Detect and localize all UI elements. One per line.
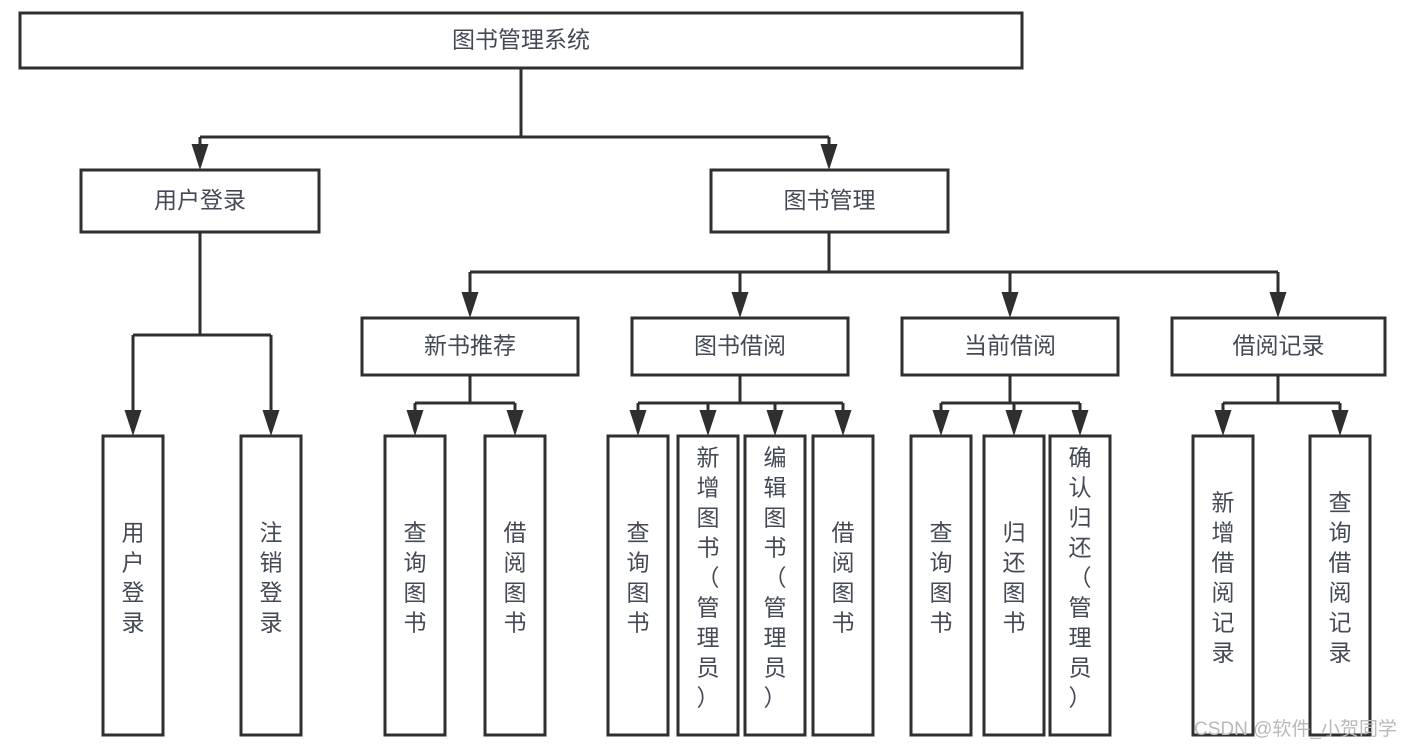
arrow-head-icon [820,144,838,170]
node-book-manage[interactable]: 图书管理 [709,168,950,234]
arrow-head-icon [461,292,479,318]
node-label: 当前借阅 [964,333,1056,359]
node-label: 图书借阅 [694,333,786,359]
node-leaf-add-book[interactable]: 新增图书（管理员） [676,434,740,737]
node-label: 用户登录 [122,520,145,636]
node-label: 归还图书 [1003,520,1026,636]
connector-conn-root [191,68,838,170]
connector-conn-new-book-rec [406,375,524,436]
node-leaf-return-book[interactable]: 归还图书 [982,434,1046,737]
connector-conn-book-manage [461,232,1287,318]
arrow-head-icon [506,410,524,436]
node-box[interactable] [909,434,973,737]
arrow-head-icon [191,144,209,170]
connector-layer [124,68,1349,436]
node-leaf-borrow-book[interactable]: 借阅图书 [811,434,875,737]
node-leaf-edit-book[interactable]: 编辑图书（管理员） [743,434,807,737]
arrow-head-icon [932,410,950,436]
node-user-login[interactable]: 用户登录 [79,168,321,234]
node-label: 新增图书（管理员） [697,445,720,711]
node-new-book-rec[interactable]: 新书推荐 [360,316,580,377]
arrow-head-icon [731,292,749,318]
node-box[interactable] [630,316,850,377]
node-box[interactable] [383,434,447,737]
node-label: 新书推荐 [424,333,516,359]
node-borrow-record[interactable]: 借阅记录 [1170,316,1387,377]
node-box[interactable] [1308,434,1372,737]
node-box[interactable] [606,434,670,737]
node-label: 查询图书 [404,520,427,636]
node-box[interactable] [900,316,1120,377]
arrow-head-icon [406,410,424,436]
node-label: 编辑图书（管理员） [764,445,787,711]
arrow-head-icon [629,410,647,436]
arrow-head-icon [1001,292,1019,318]
node-leaf-borrow-book-rec[interactable]: 借阅图书 [483,434,547,737]
node-box[interactable] [239,434,303,737]
arrow-head-icon [1331,410,1349,436]
node-label: 查询图书 [930,520,953,636]
arrow-head-icon [766,410,784,436]
node-leaf-confirm-return[interactable]: 确认归还（管理员） [1048,434,1112,737]
arrow-head-icon [124,410,142,436]
node-leaf-user-login[interactable]: 用户登录 [101,434,165,737]
node-box[interactable] [982,434,1046,737]
node-box[interactable] [1048,434,1112,737]
connector-conn-borrow-record [1214,375,1349,436]
node-leaf-add-record[interactable]: 新增借阅记录 [1191,434,1255,737]
arrow-head-icon [699,410,717,436]
arrow-head-icon [1005,410,1023,436]
node-leaf-user-logout[interactable]: 注销登录 [239,434,303,737]
node-box[interactable] [676,434,740,737]
arrow-head-icon [262,410,280,436]
node-box[interactable] [101,434,165,737]
node-label: 图书管理 [784,187,876,213]
arrow-head-icon [834,410,852,436]
connector-conn-book-borrow [629,375,852,436]
node-box[interactable] [743,434,807,737]
node-label: 新增借阅记录 [1212,490,1235,666]
node-box[interactable] [79,168,321,234]
node-layer: 图书管理系统用户登录图书管理新书推荐图书借阅当前借阅借阅记录用户登录注销登录查询… [18,11,1387,737]
node-box[interactable] [811,434,875,737]
node-box[interactable] [483,434,547,737]
node-book-borrow[interactable]: 图书借阅 [630,316,850,377]
connector-conn-user-login [124,232,280,436]
node-label: 借阅图书 [504,520,527,636]
arrow-head-icon [1214,410,1232,436]
node-label: 查询借阅记录 [1329,490,1352,666]
node-leaf-query-book-rec[interactable]: 查询图书 [383,434,447,737]
node-label: 用户登录 [154,187,246,213]
connector-conn-current-borrow [932,375,1089,436]
node-box[interactable] [18,11,1024,70]
node-label: 查询图书 [627,520,650,636]
node-label: 借阅图书 [832,520,855,636]
node-box[interactable] [1170,316,1387,377]
node-leaf-query-book-cur[interactable]: 查询图书 [909,434,973,737]
node-leaf-query-book[interactable]: 查询图书 [606,434,670,737]
arrow-head-icon [1269,292,1287,318]
arrow-head-icon [1071,410,1089,436]
node-label: 注销登录 [260,520,283,636]
node-box[interactable] [360,316,580,377]
node-box[interactable] [1191,434,1255,737]
node-box[interactable] [709,168,950,234]
node-label: 确认归还（管理员） [1069,445,1092,711]
node-label: 借阅记录 [1233,333,1325,359]
node-label: 图书管理系统 [452,27,590,53]
node-current-borrow[interactable]: 当前借阅 [900,316,1120,377]
node-root[interactable]: 图书管理系统 [18,11,1024,70]
node-leaf-query-record[interactable]: 查询借阅记录 [1308,434,1372,737]
